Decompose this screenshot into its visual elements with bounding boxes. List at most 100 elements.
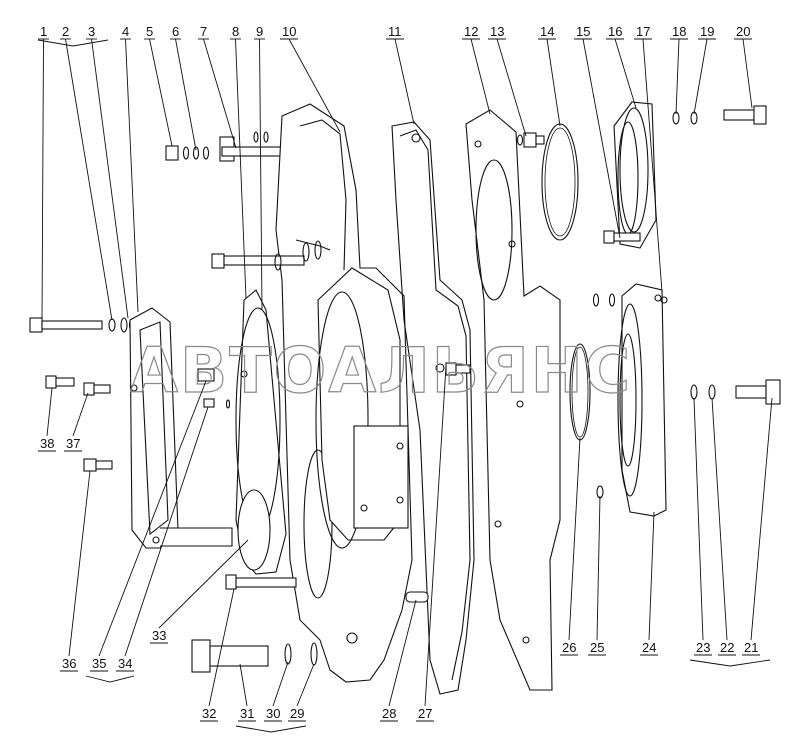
- leader-line-13: [496, 38, 527, 137]
- group-bracket-4: [235, 725, 307, 733]
- callout-label-10: 10: [282, 24, 296, 39]
- leader-line-32: [208, 588, 235, 707]
- leader-line-14: [546, 38, 561, 127]
- callout-label-7: 7: [200, 24, 207, 39]
- leader-line-5: [149, 38, 173, 147]
- leader-line-2: [65, 38, 113, 321]
- callout-label-1: 1: [40, 24, 47, 39]
- callout-label-20: 20: [736, 24, 750, 39]
- leader-line-27: [424, 365, 447, 707]
- leader-line-33: [158, 539, 249, 629]
- cover-17-24: [592, 283, 668, 517]
- leader-line-3: [91, 38, 129, 319]
- callout-label-36: 36: [62, 656, 76, 671]
- pin-28: [405, 591, 429, 603]
- leader-line-23: [693, 397, 704, 641]
- leader-line-4: [125, 38, 139, 313]
- callout-label-11: 11: [388, 24, 402, 39]
- callout-label-17: 17: [636, 24, 650, 39]
- callout-label-16: 16: [608, 24, 622, 39]
- callout-label-37: 37: [66, 436, 80, 451]
- callout-label-2: 2: [62, 24, 69, 39]
- callout-label-28: 28: [382, 706, 396, 721]
- callout-label-19: 19: [700, 24, 714, 39]
- leader-line-20: [742, 38, 753, 109]
- leader-line-37: [72, 392, 89, 437]
- callout-label-15: 15: [576, 24, 590, 39]
- callout-label-30: 30: [266, 706, 280, 721]
- leader-line-34: [124, 406, 209, 657]
- leader-line-36: [68, 470, 91, 657]
- callout-label-32: 32: [202, 706, 216, 721]
- leader-line-9: [259, 38, 263, 311]
- group-bracket-2: [689, 659, 771, 667]
- bolt-21-23: [690, 379, 781, 405]
- housing-10: [211, 103, 413, 683]
- leader-line-17: [642, 38, 663, 293]
- callout-label-4: 4: [122, 24, 129, 39]
- leader-lines: [41, 38, 773, 707]
- seal-15-16: [603, 101, 657, 249]
- leader-line-19: [693, 38, 708, 115]
- group-bracket-3: [85, 675, 135, 683]
- bolt-1: [29, 317, 136, 333]
- callout-label-21: 21: [744, 640, 758, 655]
- callout-label-3: 3: [88, 24, 95, 39]
- leader-line-10: [288, 38, 341, 133]
- callout-label-24: 24: [642, 640, 656, 655]
- leader-line-6: [175, 38, 197, 151]
- callout-label-38: 38: [40, 436, 54, 451]
- gasket-11: [391, 121, 475, 695]
- leader-line-38: [46, 387, 53, 437]
- leader-line-25: [596, 495, 601, 641]
- callout-label-34: 34: [118, 656, 132, 671]
- callout-label-5: 5: [146, 24, 153, 39]
- small-bolts-left: [45, 375, 113, 472]
- callout-label-23: 23: [696, 640, 710, 655]
- leader-line-30: [272, 661, 289, 707]
- callout-label-33: 33: [152, 628, 166, 643]
- callout-label-12: 12: [464, 24, 478, 39]
- leader-line-1: [41, 38, 44, 323]
- leader-line-28: [388, 599, 417, 707]
- leader-line-18: [675, 38, 680, 115]
- leader-line-15: [582, 38, 621, 239]
- flange-plate-4: [129, 307, 233, 549]
- leader-line-24: [648, 511, 655, 641]
- leader-line-12: [470, 38, 491, 115]
- leader-line-11: [394, 38, 415, 125]
- callout-label-8: 8: [232, 24, 239, 39]
- callout-label-25: 25: [590, 640, 604, 655]
- callout-label-27: 27: [418, 706, 432, 721]
- leader-line-7: [203, 38, 237, 149]
- callout-label-9: 9: [256, 24, 263, 39]
- callout-label-18: 18: [672, 24, 686, 39]
- callout-label-13: 13: [490, 24, 504, 39]
- leader-line-29: [296, 663, 315, 707]
- leader-line-26: [568, 437, 581, 641]
- group-bracket-1: [37, 39, 109, 47]
- bolt-32: [225, 574, 297, 590]
- bolt-5-7: [165, 131, 299, 162]
- gasket-8-9: [235, 289, 287, 575]
- leader-line-22: [711, 397, 728, 641]
- callout-label-31: 31: [240, 706, 254, 721]
- bolt-29-31: [191, 639, 318, 673]
- leader-line-8: [235, 38, 247, 299]
- callout-label-14: 14: [540, 24, 554, 39]
- watermark-text: АВТОАЛЬЯНС: [130, 334, 632, 407]
- callout-label-6: 6: [172, 24, 179, 39]
- bolt-13-oring-14: [516, 123, 579, 241]
- leader-line-31: [239, 663, 248, 707]
- washers-18-19-bolt-20: [672, 105, 767, 125]
- leader-line-16: [614, 38, 637, 109]
- plate-12: [445, 109, 561, 691]
- callout-label-35: 35: [92, 656, 106, 671]
- leader-line-35: [98, 380, 207, 657]
- callout-label-26: 26: [562, 640, 576, 655]
- callout-label-22: 22: [720, 640, 734, 655]
- leader-line-21: [750, 397, 773, 641]
